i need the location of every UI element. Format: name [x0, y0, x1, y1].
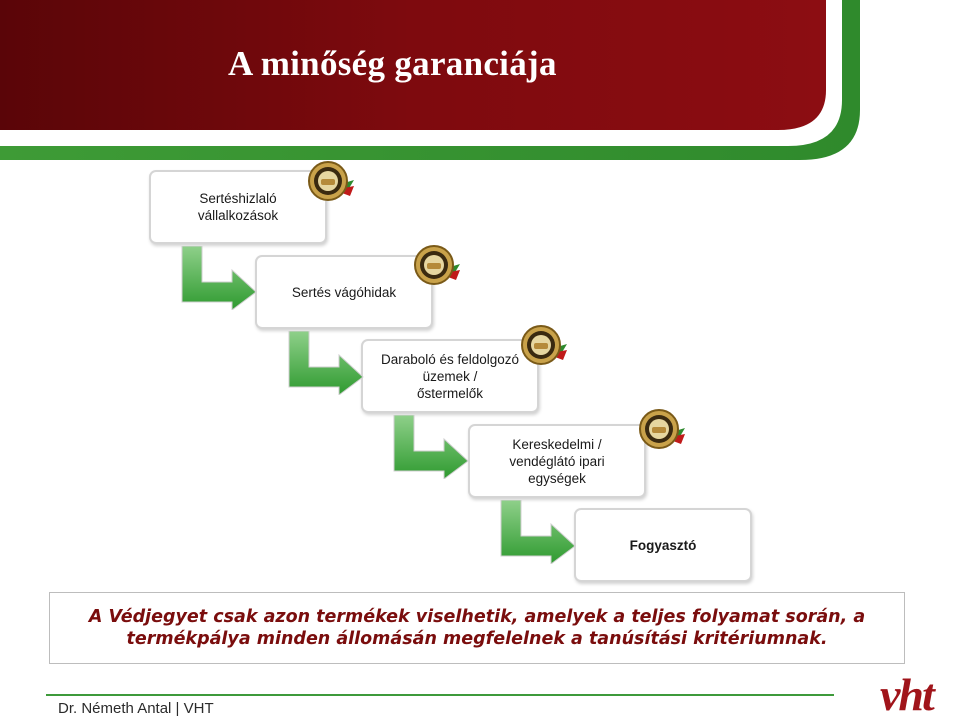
footer-divider	[46, 694, 834, 696]
step-cutting-processing-plants: Daraboló és feldolgozó üzemek / őstermel…	[361, 339, 539, 413]
down-right-arrow-icon	[393, 415, 469, 479]
slide-title: A minőség garanciája	[228, 44, 557, 83]
step-label: Sertéshizlaló vállalkozások	[197, 191, 279, 223]
step-pig-farming-enterprises: Sertéshizlaló vállalkozások	[149, 170, 327, 244]
step-consumer: Fogyasztó	[574, 508, 752, 582]
step-label: Sertés vágóhidak	[291, 284, 397, 300]
header-banner	[0, 0, 860, 160]
quality-seal-icon	[308, 161, 354, 201]
vht-logo: vht	[880, 669, 935, 720]
step-slaughterhouses: Sertés vágóhidak	[255, 255, 433, 329]
step-label: Kereskedelmi / vendéglátó ipari egységek	[509, 436, 605, 486]
quality-seal-icon	[521, 325, 567, 365]
down-right-arrow-icon	[181, 246, 257, 310]
down-right-arrow-icon	[500, 500, 576, 564]
step-label: Daraboló és feldolgozó üzemek / őstermel…	[380, 351, 520, 401]
footer-author: Dr. Németh Antal | VHT	[58, 700, 214, 717]
down-right-arrow-icon	[288, 331, 364, 395]
quality-seal-icon	[414, 245, 460, 285]
step-retail-catering-units: Kereskedelmi / vendéglátó ipari egységek	[468, 424, 646, 498]
trademark-statement-box: A Védjegyet csak azon termékek viselheti…	[49, 592, 905, 664]
quality-seal-icon	[639, 409, 685, 449]
trademark-statement-text: A Védjegyet csak azon termékek viselheti…	[88, 607, 866, 649]
step-label: Fogyasztó	[629, 537, 697, 553]
